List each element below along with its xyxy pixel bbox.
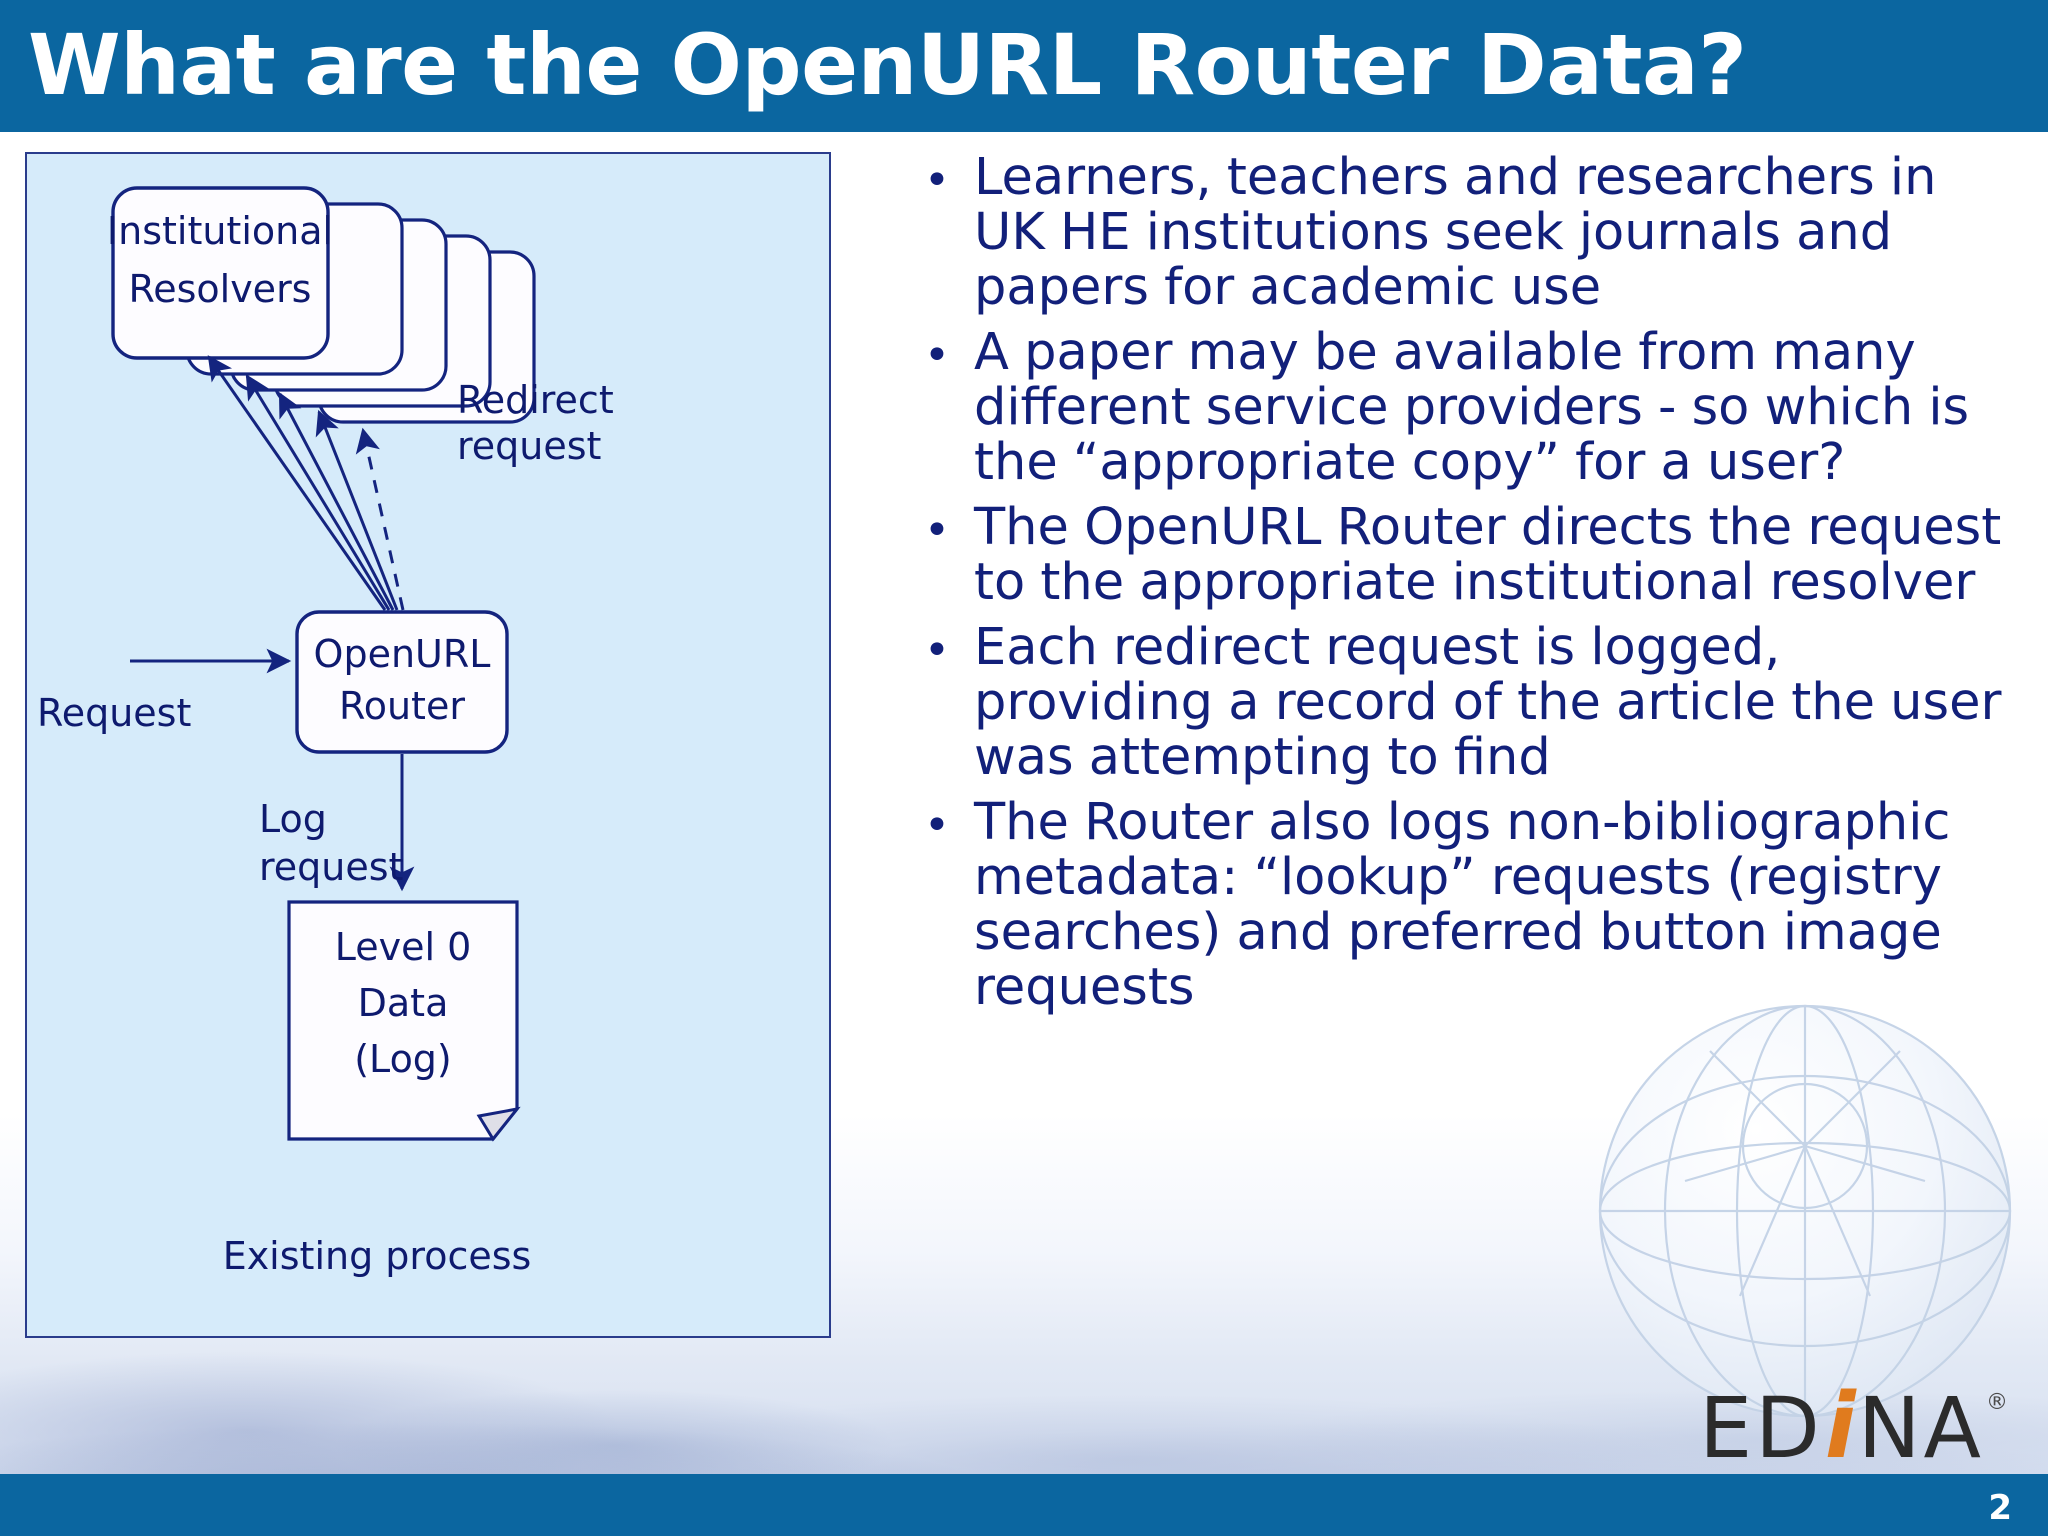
bullet-text: Learners, teachers and researchers in UK… — [974, 148, 1937, 317]
bullet-list: • Learners, teachers and researchers in … — [900, 150, 2010, 1025]
bullet-text: The OpenURL Router directs the request t… — [974, 498, 2002, 612]
resolver-stack-box-front: Institutional Resolvers — [107, 186, 333, 360]
edina-logo-suffix: NA — [1857, 1379, 1984, 1477]
level0-data-document: Level 0 Data (Log) — [287, 900, 521, 1142]
registered-trademark-icon: ® — [1986, 1390, 2008, 1415]
openurl-router-box: OpenURL Router — [295, 610, 509, 754]
redirect-request-label-line1: Redirect — [457, 378, 614, 422]
log-request-label-line1: Log — [259, 797, 327, 841]
redirect-arrow-group — [207, 355, 405, 611]
list-item: • A paper may be available from many dif… — [900, 325, 2010, 490]
document-folded-corner — [476, 1106, 521, 1142]
resolver-label-line1: Institutional — [107, 209, 333, 253]
router-label-line2: Router — [339, 684, 465, 728]
list-item: • Learners, teachers and researchers in … — [900, 150, 2010, 315]
bullet-text: The Router also logs non-bibliographic m… — [974, 793, 1951, 1017]
bullet-marker-icon: • — [924, 625, 950, 676]
router-label-line1: OpenURL — [314, 632, 491, 676]
list-item: • Each redirect request is logged, provi… — [900, 620, 2010, 785]
slide-header-bar — [0, 0, 2048, 132]
diagram-caption: Existing process — [223, 1234, 532, 1278]
bullet-marker-icon: • — [924, 505, 950, 556]
slide-footer-bar — [0, 1474, 2048, 1536]
level0-label-line3: (Log) — [354, 1037, 452, 1081]
redirect-arrow-dashed — [355, 427, 405, 611]
level0-label-line1: Level 0 — [335, 925, 472, 969]
level0-label-line2: Data — [358, 981, 449, 1025]
redirect-arrow-1 — [207, 355, 387, 611]
list-item: • The OpenURL Router directs the request… — [900, 500, 2010, 610]
page-number: 2 — [1988, 1488, 2012, 1528]
list-item: • The Router also logs non-bibliographic… — [900, 795, 2010, 1015]
resolver-label-line2: Resolvers — [129, 267, 312, 311]
process-diagram: … al s al s al s Institu — [37, 186, 614, 1278]
bullet-marker-icon: • — [924, 800, 950, 851]
redirect-arrow-3 — [278, 392, 395, 611]
bullet-text: A paper may be available from many diffe… — [974, 323, 1970, 492]
edina-logo-i: i — [1824, 1374, 1856, 1479]
redirect-arrow-2 — [245, 374, 391, 611]
redirect-request-label-line2: request — [457, 424, 601, 468]
log-request-label-line2: request — [259, 845, 403, 889]
bullet-marker-icon: • — [924, 330, 950, 381]
request-label: Request — [37, 691, 191, 735]
bullet-marker-icon: • — [924, 155, 950, 206]
edina-logo-prefix: ED — [1699, 1379, 1823, 1477]
redirect-arrow-4 — [315, 409, 399, 611]
diagram-panel: … al s al s al s Institu — [25, 152, 831, 1338]
page-title: What are the OpenURL Router Data? — [28, 16, 1747, 114]
bullet-text: Each redirect request is logged, providi… — [974, 618, 2002, 787]
